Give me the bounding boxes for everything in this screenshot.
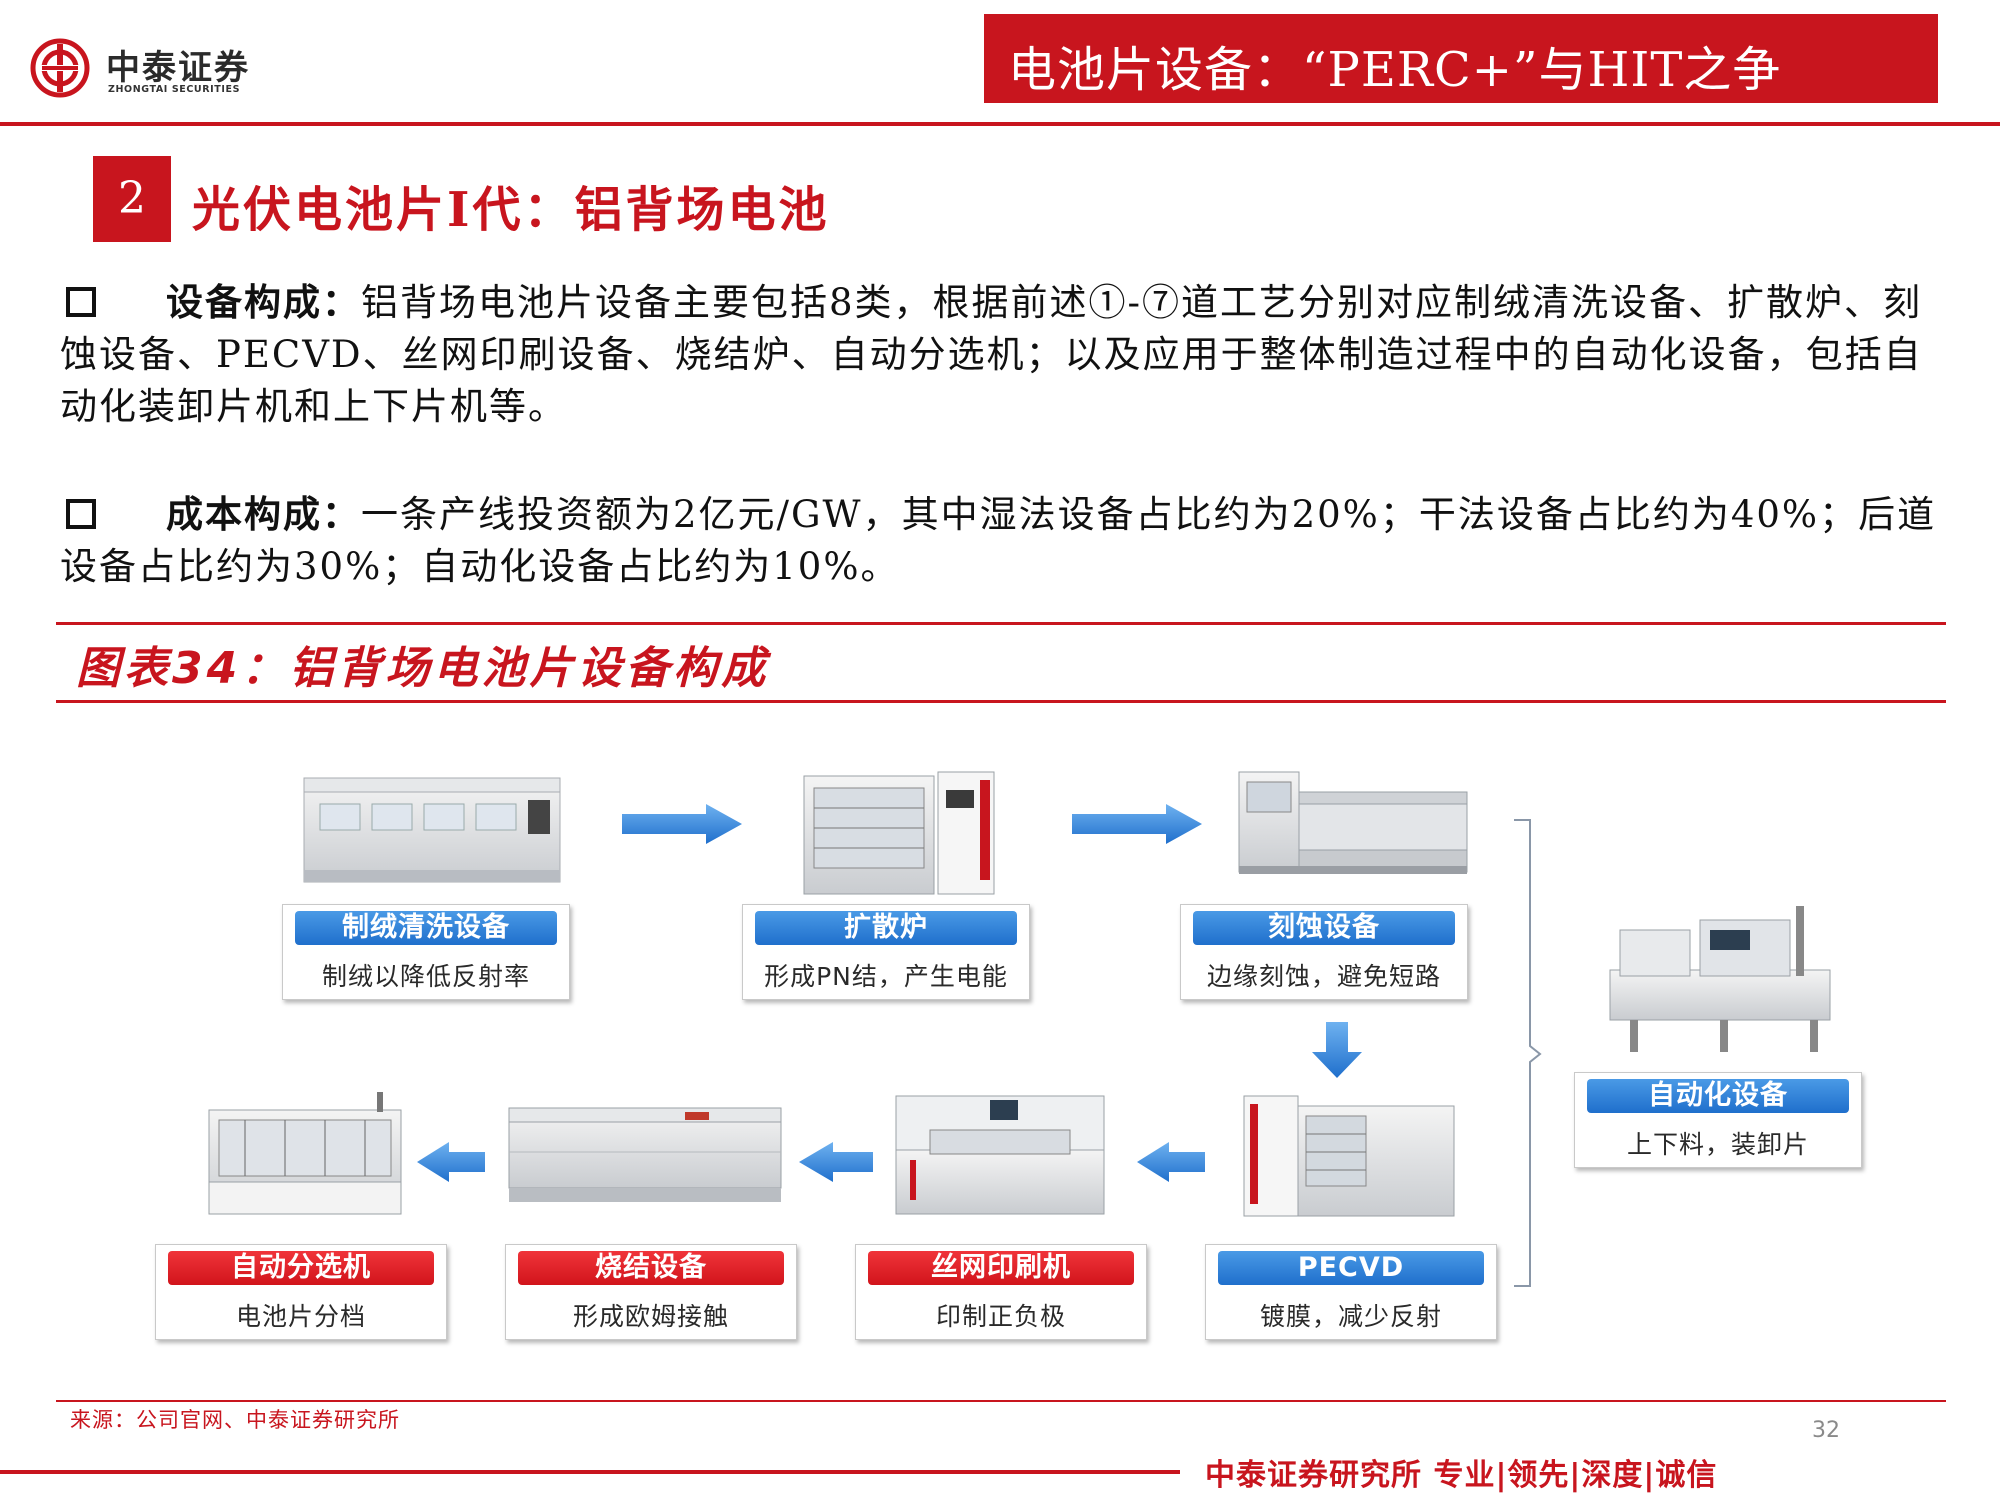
step-description: 印制正负极 — [935, 1302, 1066, 1331]
source-note: 来源：公司官网、中泰证券研究所 — [70, 1408, 400, 1432]
step-label: 自动化设备 — [1587, 1079, 1849, 1113]
source-divider — [56, 1400, 1946, 1402]
step-label: 自动分选机 — [168, 1251, 434, 1285]
step-card-screen-printing: 丝网印刷机 印制正负极 — [855, 1244, 1147, 1340]
flow-arrow-left-icon — [1137, 1142, 1205, 1182]
page-number: 32 — [1812, 1418, 1840, 1443]
step-description: 上下料，装卸片 — [1626, 1130, 1809, 1159]
step-card-pecvd: PECVD 镀膜，减少反射 — [1205, 1244, 1497, 1340]
step-label: 制绒清洗设备 — [295, 911, 557, 945]
step-card-auto-sorting: 自动分选机 电池片分档 — [155, 1244, 447, 1340]
step-label: 丝网印刷机 — [868, 1251, 1134, 1285]
step-description: 形成欧姆接触 — [572, 1302, 729, 1331]
footer-divider — [0, 1470, 1180, 1474]
figure-title: 图表34：铝背场电池片设备构成 — [76, 643, 770, 694]
logo-text-cn: 中泰证券 — [106, 48, 250, 88]
paragraph-lead: 设备构成： — [166, 280, 361, 324]
automation-equipment-image — [1609, 906, 1831, 1052]
step-card-sintering: 烧结设备 形成欧姆接触 — [505, 1244, 797, 1340]
logo-text-en: ZHONGTAI SECURITIES — [108, 84, 241, 95]
flow-arrow-right-icon — [622, 804, 742, 844]
paragraph-equipment: 设备构成：铝背场电池片设备主要包括8类，根据前述①-⑦道工艺分别对应制绒清洗设备… — [60, 276, 1940, 433]
step-card-automation: 自动化设备 上下料，装卸片 — [1574, 1072, 1862, 1168]
figure-rule-top — [56, 622, 1946, 625]
step-label: 扩散炉 — [755, 911, 1017, 945]
step-label: 烧结设备 — [518, 1251, 784, 1285]
flow-arrow-down-icon — [1312, 1022, 1362, 1078]
flow-arrow-left-icon — [799, 1142, 873, 1182]
step-description: 边缘刻蚀，避免短路 — [1206, 962, 1441, 991]
report-title-banner: 电池片设备：“PERC+”与HIT之争 — [984, 14, 1938, 103]
step-card-diffusion-furnace: 扩散炉 形成PN结，产生电能 — [742, 904, 1030, 1000]
sintering-furnace-image — [508, 1107, 782, 1202]
report-title: 电池片设备：“PERC+”与HIT之争 — [1008, 42, 1782, 98]
flow-arrow-left-icon — [417, 1142, 485, 1182]
bullet-square-icon — [66, 287, 96, 317]
header-divider — [0, 122, 2000, 126]
paragraph-lead: 成本构成： — [166, 492, 361, 536]
step-card-etching: 刻蚀设备 边缘刻蚀，避免短路 — [1180, 904, 1468, 1000]
auto-sorting-machine-image — [208, 1092, 402, 1215]
pecvd-machine-image — [1243, 1095, 1455, 1217]
flow-arrow-right-icon — [1072, 804, 1202, 844]
step-label: 刻蚀设备 — [1193, 911, 1455, 945]
section-title: 光伏电池片I代：铝背场电池 — [192, 182, 830, 238]
screen-printer-image — [895, 1095, 1105, 1215]
zhongtai-logo-icon — [30, 38, 90, 98]
step-description: 电池片分档 — [235, 1302, 366, 1331]
step-description: 形成PN结，产生电能 — [764, 962, 1008, 991]
paragraph-cost: 成本构成：一条产线投资额为2亿元/GW，其中湿法设备占比约为20%；干法设备占比… — [60, 488, 1940, 593]
step-card-texturing-cleaning: 制绒清洗设备 制绒以降低反射率 — [282, 904, 570, 1000]
step-description: 制绒以降低反射率 — [321, 962, 530, 991]
etching-equipment-image — [1238, 771, 1468, 874]
step-label: PECVD — [1218, 1251, 1484, 1285]
diffusion-furnace-image — [803, 771, 995, 895]
section-number-badge: 2 — [93, 156, 171, 242]
step-description: 镀膜，减少反射 — [1259, 1302, 1442, 1331]
texturing-cleaning-machine-image — [303, 777, 561, 883]
paragraph-text: 铝背场电池片设备主要包括8类，根据前述①-⑦道工艺分别对应制绒清洗设备、扩散炉、… — [60, 281, 1923, 428]
bullet-square-icon — [66, 499, 96, 529]
grouping-bracket — [1514, 819, 1542, 1287]
company-logo: 中泰证券 ZHONGTAI SECURITIES — [30, 34, 280, 104]
figure-rule-bottom — [56, 700, 1946, 703]
paragraph-text: 一条产线投资额为2亿元/GW，其中湿法设备占比约为20%；干法设备占比约为40%… — [60, 493, 1937, 588]
footer-slogan: 中泰证券研究所 专业|领先|深度|诚信 — [1205, 1458, 1718, 1493]
